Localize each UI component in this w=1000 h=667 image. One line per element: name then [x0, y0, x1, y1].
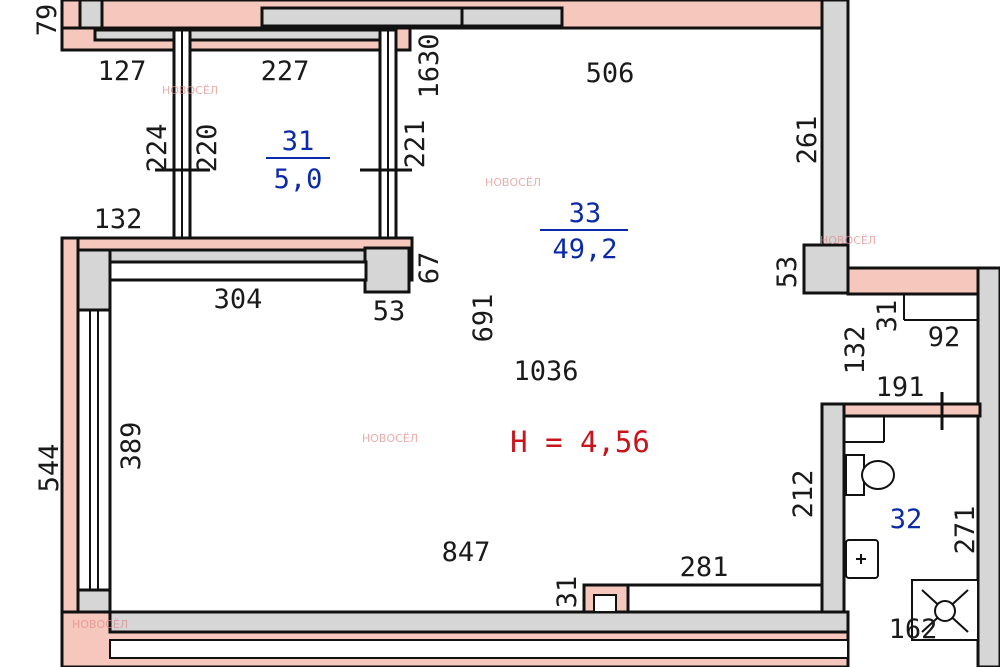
room-32-label: 32: [890, 504, 923, 535]
dim-304: 304: [214, 284, 263, 315]
room-number: 31: [282, 126, 315, 157]
dim-1036: 1036: [513, 356, 578, 387]
room-31-label: 31 5,0: [266, 126, 330, 195]
dim-544: 544: [34, 444, 65, 493]
watermark: НОВОСЁЛ: [162, 84, 218, 97]
ceiling-height: H = 4,56: [510, 425, 650, 459]
dim-92: 92: [928, 322, 961, 353]
dim-1630: 1630: [414, 33, 445, 98]
room-number: 33: [569, 198, 602, 229]
top-wall: [60, 0, 824, 30]
balcony-top-wall: [60, 26, 412, 52]
balcony-frames: [155, 28, 412, 244]
dim-691: 691: [468, 294, 499, 343]
watermark: НОВОСЁЛ: [362, 432, 418, 445]
dim-53-mid: 53: [373, 296, 406, 327]
dim-221: 221: [400, 120, 431, 169]
dim-132-top: 132: [94, 204, 143, 235]
dim-261: 261: [792, 116, 823, 165]
dim-271: 271: [950, 506, 981, 555]
right-step-wall: [802, 243, 1000, 667]
bathroom-walls: [820, 392, 982, 614]
toilet-icon: [845, 454, 895, 496]
watermark: НОВОСЁЛ: [820, 234, 876, 247]
dim-53-right: 53: [772, 256, 803, 289]
dim-847: 847: [442, 537, 491, 568]
shower-icon: [911, 579, 979, 641]
watermarks: НОВОСЁЛ НОВОСЁЛ НОВОСЁЛ НОВОСЁЛ НОВОСЁЛ: [72, 84, 876, 631]
dim-31-right: 31: [872, 300, 903, 333]
dim-281: 281: [680, 552, 729, 583]
bottom-wall: [60, 610, 850, 667]
dim-162: 162: [889, 614, 938, 645]
dim-389: 389: [116, 422, 147, 471]
right-upper-wall: [820, 0, 850, 252]
dim-212: 212: [788, 470, 819, 519]
sink-icon: [845, 539, 879, 579]
left-wall: [60, 236, 112, 667]
dim-220: 220: [192, 124, 223, 173]
dim-127: 127: [98, 56, 147, 87]
dim-191: 191: [876, 372, 925, 403]
dim-227: 227: [261, 56, 310, 87]
dim-31-bottom: 31: [552, 576, 583, 609]
bottom-stub: [582, 583, 822, 614]
room-33-label: 33 49,2: [540, 198, 628, 265]
dim-67: 67: [414, 252, 445, 285]
room-area: 49,2: [552, 234, 617, 265]
watermark: НОВОСЁЛ: [485, 176, 541, 189]
dim-224: 224: [142, 124, 173, 173]
dim-506: 506: [586, 58, 635, 89]
room-area: 5,0: [274, 164, 323, 195]
dim-132-right: 132: [840, 326, 871, 375]
dim-79: 79: [32, 4, 63, 37]
watermark: НОВОСЁЛ: [72, 618, 128, 631]
